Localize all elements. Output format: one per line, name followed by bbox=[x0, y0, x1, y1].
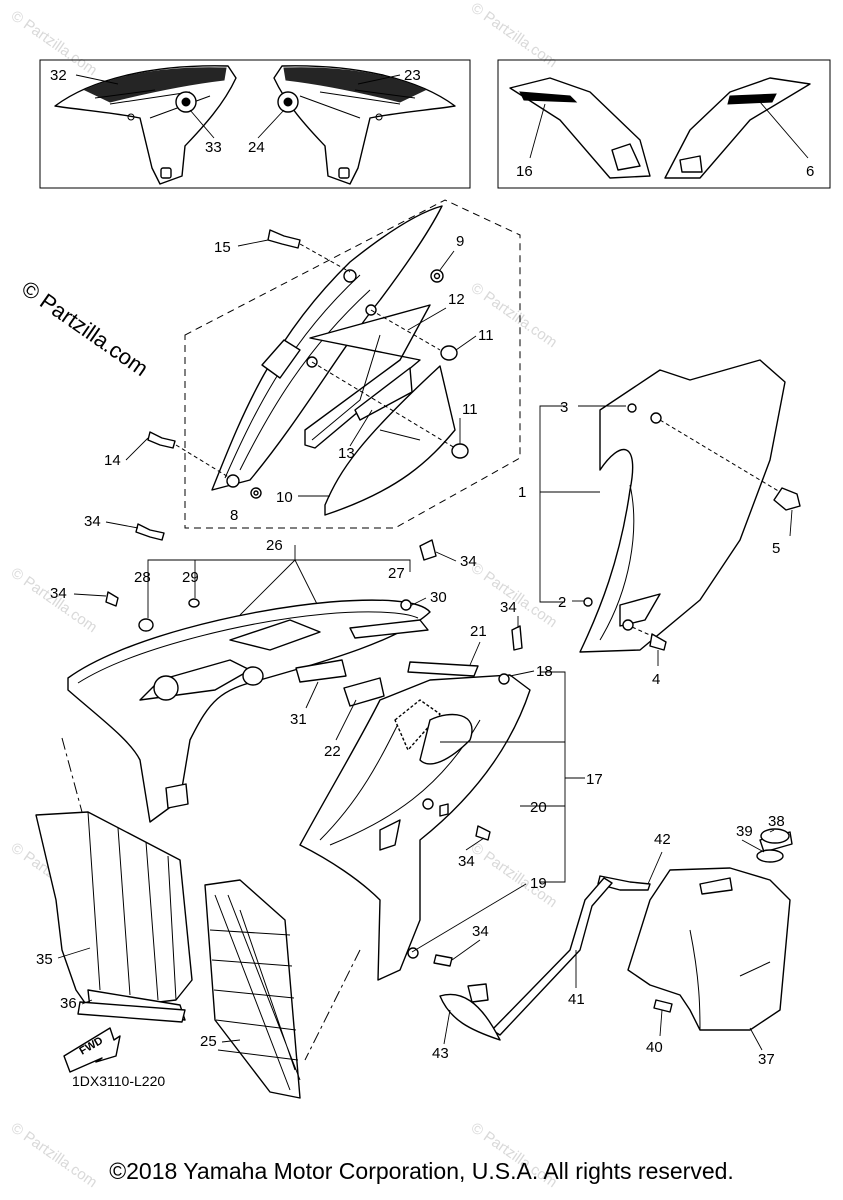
callout-31: 31 bbox=[290, 711, 307, 728]
watermark: © Partzilla.com bbox=[468, 0, 561, 71]
callout-27: 27 bbox=[388, 565, 405, 582]
callout-leaders bbox=[57, 239, 793, 1051]
callout-21: 21 bbox=[470, 623, 487, 640]
callout-29: 29 bbox=[182, 569, 199, 586]
callout-8: 8 bbox=[230, 507, 238, 524]
callout-25: 25 bbox=[200, 1033, 217, 1050]
callout-34: 34 bbox=[460, 553, 477, 570]
callout-24: 24 bbox=[248, 139, 265, 156]
callout-9: 9 bbox=[456, 233, 464, 250]
callout-34: 34 bbox=[50, 585, 67, 602]
callout-42: 42 bbox=[654, 831, 671, 848]
callout-43: 43 bbox=[432, 1045, 449, 1062]
callout-11: 11 bbox=[478, 327, 494, 344]
watermark-prominent: © Partzilla.com bbox=[17, 276, 153, 382]
callout-34: 34 bbox=[472, 923, 489, 940]
callout-34: 34 bbox=[500, 599, 517, 616]
callout-20: 20 bbox=[530, 799, 547, 816]
callout-40: 40 bbox=[646, 1039, 663, 1056]
radiator-louver-assembly: FWD bbox=[35, 811, 301, 1099]
callout-34: 34 bbox=[84, 513, 101, 530]
callout-38: 38 bbox=[768, 813, 785, 830]
upper-shroud-assembly bbox=[147, 205, 469, 516]
callout-35: 35 bbox=[36, 951, 53, 968]
side-cover-assembly bbox=[539, 359, 801, 653]
callout-39: 39 bbox=[736, 823, 753, 840]
callout-22: 22 bbox=[324, 743, 341, 760]
callout-30: 30 bbox=[430, 589, 447, 606]
callout-1: 1 bbox=[518, 484, 526, 501]
callout-41: 41 bbox=[568, 991, 585, 1008]
callout-19: 19 bbox=[530, 875, 547, 892]
shroud-17-assembly bbox=[299, 625, 585, 1061]
callout-16: 16 bbox=[516, 163, 533, 180]
callout-15: 15 bbox=[214, 239, 231, 256]
callout-labels: 32 23 33 24 16 6 15 9 12 11 11 13 14 10 … bbox=[36, 67, 814, 1089]
callout-2: 2 bbox=[558, 594, 566, 611]
copyright-notice: ©2018 Yamaha Motor Corporation, U.S.A. A… bbox=[109, 1158, 734, 1184]
callout-6: 6 bbox=[806, 163, 814, 180]
radiator-shroud-assembly bbox=[61, 523, 437, 823]
callout-14: 14 bbox=[104, 452, 121, 469]
callout-32: 32 bbox=[50, 67, 67, 84]
fuel-tank-assembly bbox=[439, 828, 793, 1041]
shroud-graphics-box bbox=[39, 59, 471, 189]
side-cover-graphics-box bbox=[497, 59, 831, 189]
shroud-assembly-outline bbox=[184, 199, 521, 529]
watermark: © Partzilla.com bbox=[468, 559, 561, 631]
callout-4: 4 bbox=[652, 671, 660, 688]
callout-23: 23 bbox=[404, 67, 421, 84]
callout-34: 34 bbox=[458, 853, 475, 870]
callout-36: 36 bbox=[60, 995, 77, 1012]
callout-11: 11 bbox=[462, 401, 478, 418]
callout-12: 12 bbox=[448, 291, 465, 308]
callout-28: 28 bbox=[134, 569, 151, 586]
callout-37: 37 bbox=[758, 1051, 775, 1068]
callout-17: 17 bbox=[586, 771, 603, 788]
diagram-code: 1DX3110-L220 bbox=[72, 1073, 165, 1089]
callout-13: 13 bbox=[338, 445, 355, 462]
callout-26: 26 bbox=[266, 537, 283, 554]
callout-10: 10 bbox=[276, 489, 293, 506]
callout-5: 5 bbox=[772, 540, 780, 557]
callout-18: 18 bbox=[536, 663, 553, 680]
callout-3: 3 bbox=[560, 399, 568, 416]
callout-33: 33 bbox=[205, 139, 222, 156]
